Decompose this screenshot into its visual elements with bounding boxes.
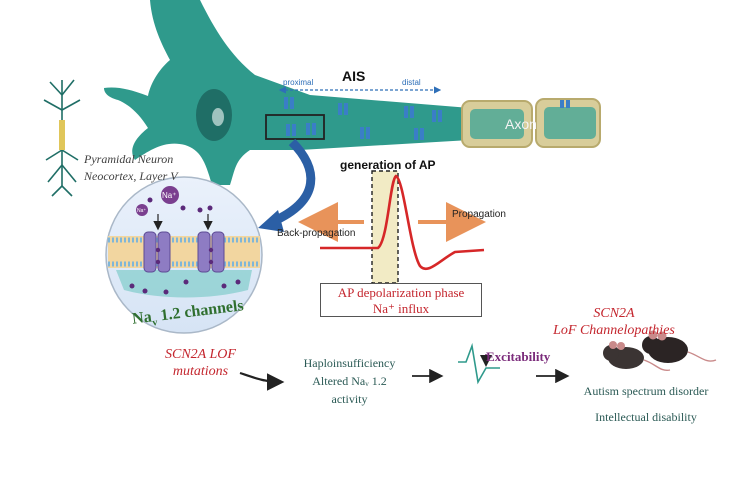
haploinsufficiency-label: Haploinsufficiency Altered Naᵥ 1.2 activ… [282, 354, 417, 408]
distal-label: distal [402, 78, 421, 87]
haplo-line2: Altered Naᵥ 1.2 [312, 374, 387, 388]
neuron-label-line1: Pyramidal Neuron [84, 152, 174, 166]
scn2a-lof-label: SCN2A LOF mutations [165, 346, 236, 380]
ap-phase-line1: AP depolarization phase [337, 285, 465, 300]
zoom-arrow [270, 138, 316, 227]
scn2a-lof-line1: SCN2A LOF [165, 347, 236, 362]
mouse-icon [642, 330, 717, 363]
axon-label: Axon [505, 116, 537, 132]
ap-phase-line2: Na⁺ influx [372, 301, 430, 316]
neuron-ais-marker [59, 120, 65, 150]
neuron-label-line2: Neocortex, Layer V [84, 169, 178, 183]
asd-label: Autism spectrum disorder [583, 384, 709, 398]
intellectual-disability-label: Intellectual disability [595, 410, 697, 424]
haplo-line3: activity [331, 392, 368, 406]
proximal-label: proximal [283, 78, 314, 87]
haplo-line1: Haploinsufficiency [303, 356, 396, 370]
membrane-zoom-circle [105, 176, 263, 334]
ap-trace [320, 174, 485, 271]
excitability-label: Excitability [486, 349, 551, 364]
flow-arrow-1 [239, 371, 285, 391]
mouse-icon [603, 341, 671, 372]
excitability-ap-glyph [458, 342, 500, 385]
channelopathies-label: SCN2A LoF Channelopathies [553, 305, 675, 339]
svg-text:Na⁺: Na⁺ [162, 191, 176, 200]
svg-text:Na⁺: Na⁺ [137, 208, 146, 214]
ais-channels [284, 97, 570, 140]
nav-sub: v [151, 317, 159, 329]
channel-protein-icon [143, 214, 225, 273]
zoom-arrow-head [258, 210, 284, 232]
back-propagation-label: Back-propagation [277, 228, 356, 239]
propagation-label: Propagation [452, 209, 506, 220]
ais-label: AIS [342, 68, 366, 84]
generation-of-ap-label: generation of AP [340, 158, 436, 172]
neuron-label: Pyramidal Neuron Neocortex, Layer V [84, 151, 178, 185]
nav-prefix: Na [131, 308, 153, 328]
channelopathies-line1: SCN2A [593, 306, 635, 321]
na-ion-icon: Na⁺ Na⁺ [129, 186, 241, 295]
scn2a-lof-line2: mutations [172, 364, 229, 379]
myelin-sheath [461, 98, 601, 148]
ap-depolarization-box: AP depolarization phase Na⁺ influx [320, 283, 482, 317]
channelopathies-line2: LoF Channelopathies [553, 323, 675, 338]
